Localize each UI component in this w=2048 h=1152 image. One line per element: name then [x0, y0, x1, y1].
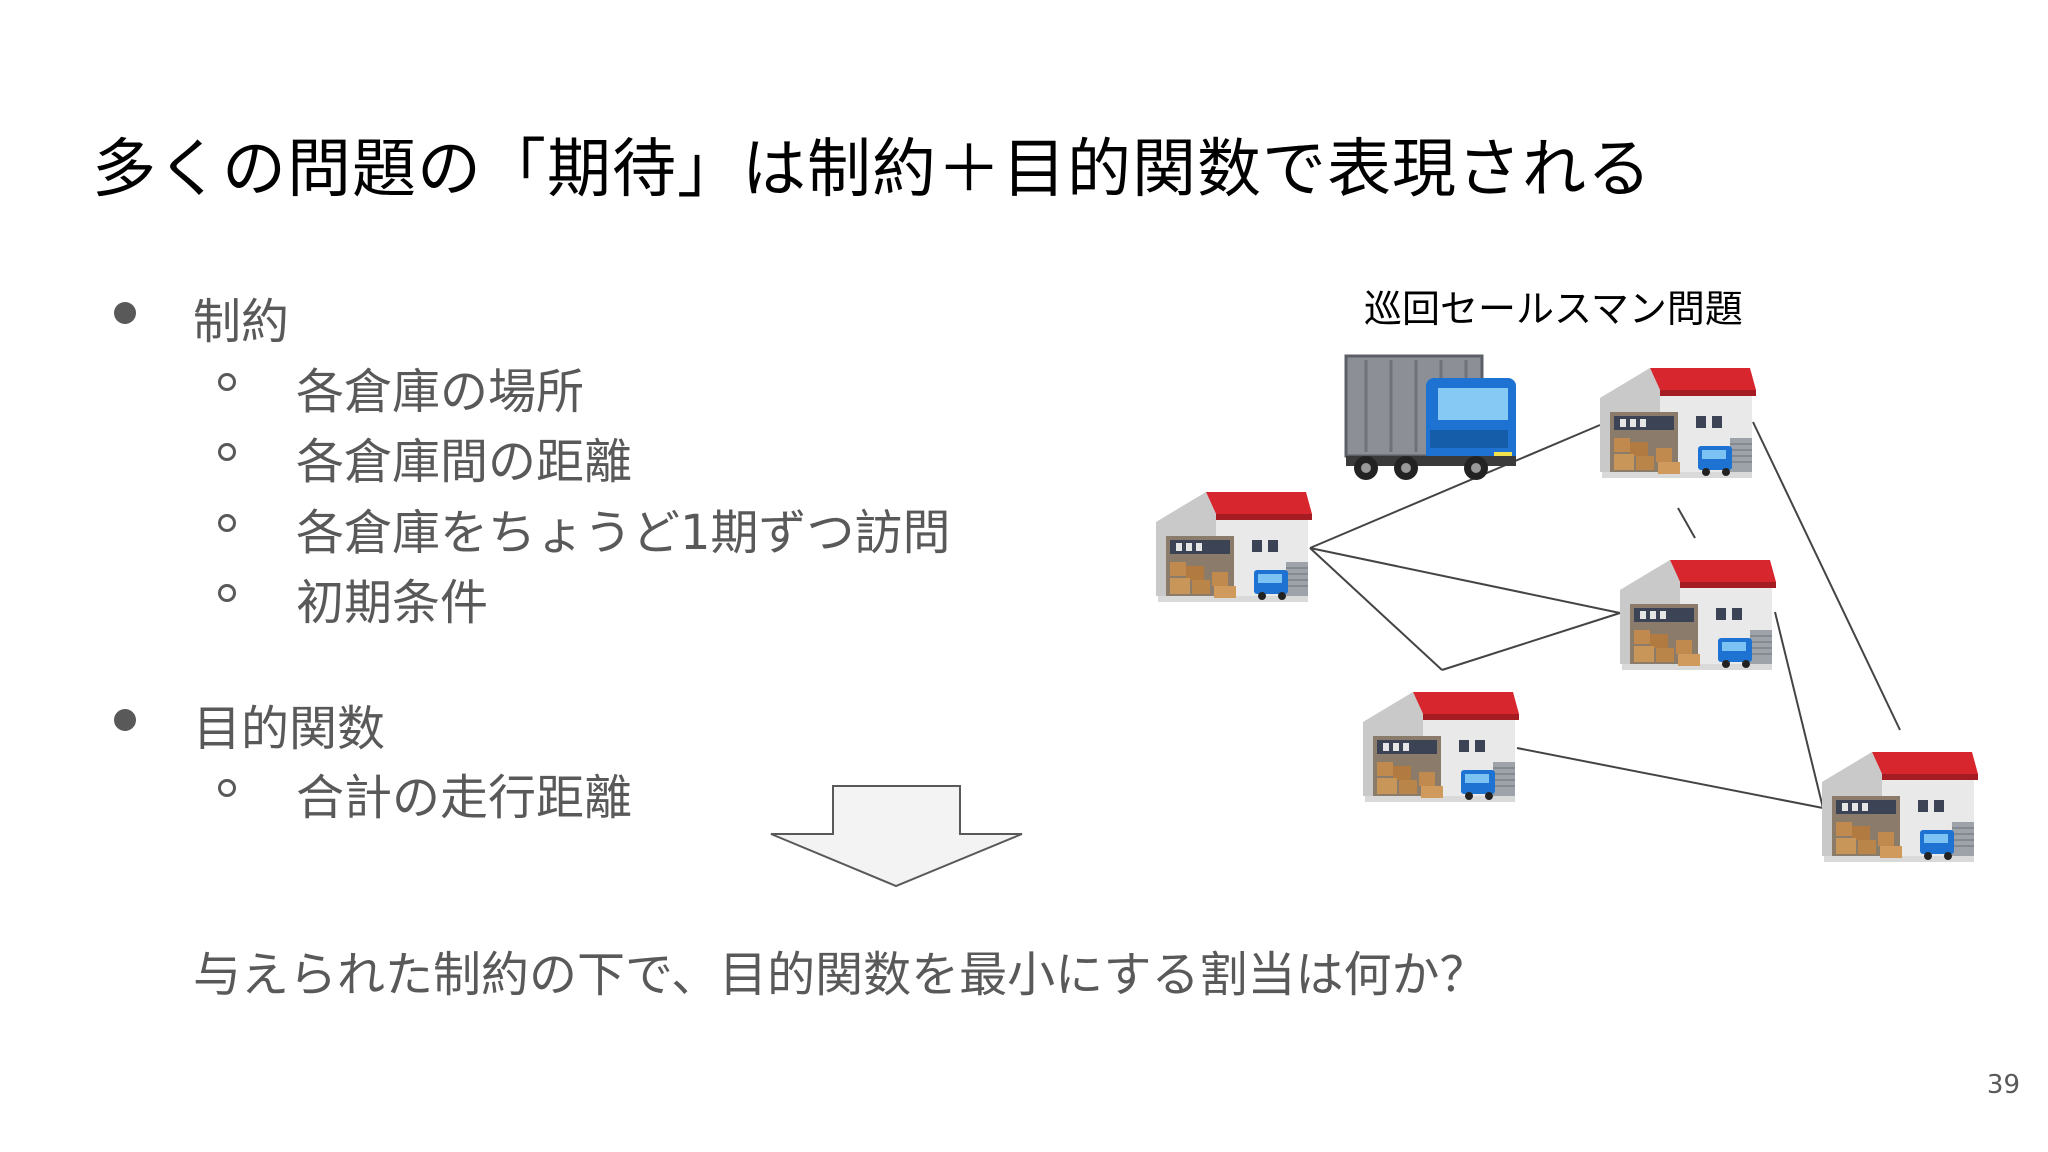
tsp-label: 巡回セールスマン問題 [1364, 287, 1743, 331]
sub-bullet [218, 779, 236, 797]
section-label-constraints: 制約 [193, 294, 290, 350]
objective-item: 合計の走行距離 [296, 770, 633, 826]
down-arrow-icon [770, 785, 1023, 888]
constraint-item: 各倉庫の場所 [296, 364, 585, 420]
constraint-item: 各倉庫間の距離 [296, 434, 633, 490]
warehouse-icon [1599, 367, 1757, 479]
sub-bullet [218, 373, 236, 391]
conclusion-text: 与えられた制約の下で、目的関数を最小にする割当は何か？ [193, 947, 1488, 1003]
warehouse-icon [1821, 751, 1979, 863]
page-number: 39 [1986, 1070, 2020, 1100]
warehouse-icon [1155, 491, 1313, 603]
sub-bullet [218, 514, 236, 532]
constraint-item: 初期条件 [296, 575, 489, 631]
bullet-objective [114, 709, 136, 731]
truck-icon [1344, 354, 1516, 480]
warehouse-icon [1362, 691, 1520, 803]
slide-title: 多くの問題の「期待」は制約＋目的関数で表現される [92, 133, 1652, 207]
sub-bullet [218, 584, 236, 602]
section-label-objective: 目的関数 [193, 701, 386, 757]
constraint-item: 各倉庫をちょうど1期ずつ訪問 [296, 505, 951, 561]
bullet-constraints [114, 302, 136, 324]
warehouse-icon [1619, 559, 1777, 671]
tsp-route-lines [1309, 421, 1901, 809]
sub-bullet [218, 443, 236, 461]
